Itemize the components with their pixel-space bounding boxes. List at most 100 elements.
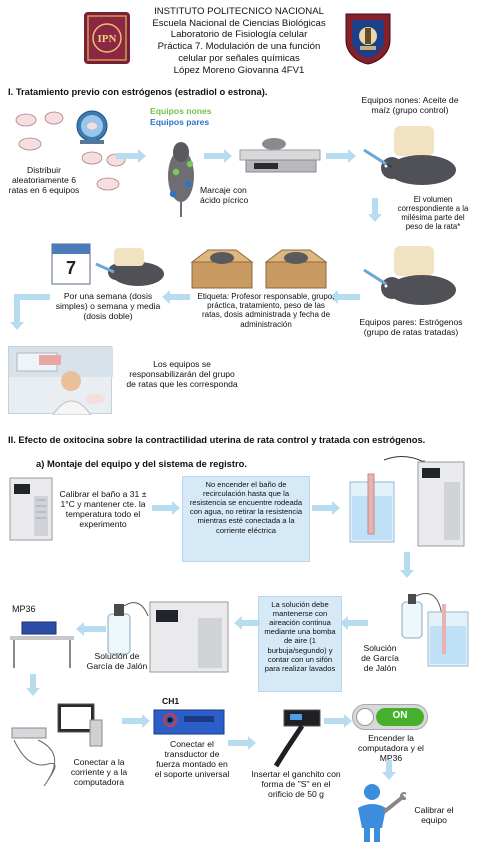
encender-label: Encender la computadora y el MP36 bbox=[358, 733, 424, 763]
volume-note: El volumen correspondiente a la milésima… bbox=[397, 195, 469, 231]
flow-arrow-18-shaft bbox=[386, 760, 392, 772]
flow-arrow-18-head bbox=[382, 772, 396, 780]
flow-arrow-16-shaft bbox=[228, 740, 248, 746]
garcia-jalon-setup-right bbox=[398, 586, 474, 668]
flow-arrow-7-shaft-h bbox=[14, 294, 50, 300]
flow-arrow-7-shaft-v bbox=[14, 294, 20, 322]
computer-cables-icon bbox=[11, 703, 103, 787]
burbuja-note: La solución debe mantenerse con aireació… bbox=[258, 596, 342, 692]
bottle-chiller-icon bbox=[107, 601, 229, 673]
flow-arrow-2-head bbox=[224, 149, 232, 163]
bottle-bath-icon bbox=[401, 593, 469, 667]
transductor-device bbox=[152, 706, 226, 738]
mp36-table bbox=[8, 618, 78, 670]
flow-arrow-3-shaft bbox=[326, 153, 348, 159]
calendar-day: 7 bbox=[65, 258, 76, 278]
conectar-corriente-label: Conectar a la corriente y a la computado… bbox=[70, 757, 128, 787]
flow-arrow-8-head bbox=[172, 501, 180, 515]
flow-arrow-8-shaft bbox=[152, 505, 172, 511]
semana-label: Por una semana (dosis simples) o semana … bbox=[55, 291, 161, 321]
mp36-label: MP36 bbox=[12, 604, 36, 614]
flow-arrow-6-shaft bbox=[170, 294, 190, 300]
distribute-label: Distribuir aleatoriamente 6 ratas en 6 e… bbox=[8, 165, 80, 195]
solucion-left-label: Solución de García de Jalón bbox=[86, 651, 148, 671]
solucion-right-label: Solución de García de Jalón bbox=[361, 643, 399, 673]
flow-arrow-15-shaft bbox=[122, 718, 142, 724]
calendar-icon bbox=[51, 243, 164, 286]
bath-beaker-setup bbox=[344, 452, 466, 548]
header-lab: Laboratorio de Fisiología celular bbox=[170, 29, 308, 41]
header-logo-encb bbox=[342, 10, 394, 66]
header-text-block: INSTITUTO POLITECNICO NACIONAL Escuela N… bbox=[130, 6, 348, 76]
flow-arrow-3-head bbox=[348, 149, 356, 163]
flow-arrow-9-head bbox=[332, 501, 340, 515]
balance-scale bbox=[232, 134, 324, 176]
chiller-icon bbox=[9, 477, 53, 541]
garcia-jalon-setup-left bbox=[104, 596, 232, 674]
power-switch: ON bbox=[352, 704, 428, 730]
flow-arrow-10-head bbox=[400, 570, 414, 578]
header-author: López Moreno Giovanna 4FV1 bbox=[173, 64, 305, 76]
section1-title: I. Tratamiento previo con estrógenos (es… bbox=[8, 86, 268, 97]
flow-arrow-11-shaft bbox=[348, 620, 368, 626]
flow-arrow-2-shaft bbox=[204, 153, 224, 159]
etiqueta-label: Etiqueta: Profesor responsable, grupo, p… bbox=[197, 292, 335, 329]
ipn-logo-icon: IPN bbox=[87, 15, 127, 61]
person-wrench-icon bbox=[358, 784, 408, 842]
flow-arrow-9-shaft bbox=[312, 505, 332, 511]
legend-nones: Equipos nones bbox=[150, 106, 212, 116]
flow-arrow-10-shaft bbox=[404, 552, 410, 570]
scale-icon bbox=[239, 138, 321, 173]
responsables-label: Los equipos se responsabilizarán del gru… bbox=[126, 359, 238, 389]
flow-arrow-15-head bbox=[142, 714, 150, 728]
rats-group-icon bbox=[15, 110, 126, 191]
switch-on-pill bbox=[376, 708, 424, 726]
flow-arrow-5-head bbox=[330, 290, 338, 304]
flow-arrow-1-head bbox=[138, 149, 146, 163]
computer-setup bbox=[8, 700, 108, 788]
flow-arrow-17-head bbox=[344, 714, 352, 728]
ch1-label: CH1 bbox=[162, 696, 180, 706]
force-sensor-icon bbox=[273, 709, 321, 768]
flow-arrow-6-head bbox=[162, 290, 170, 304]
calendar-rat-image bbox=[48, 240, 170, 292]
conectar-transductor-label: Conectar el transductor de fuerza montad… bbox=[154, 739, 230, 779]
pares-estro-label: Equipos pares: Estrógenos (grupo de rata… bbox=[359, 317, 463, 337]
no-encender-note: No encender el baño de recirculación has… bbox=[182, 476, 310, 562]
flow-arrow-17-shaft bbox=[324, 718, 344, 724]
flow-arrow-16-head bbox=[248, 736, 256, 750]
header-institution: INSTITUTO POLITECNICO NACIONAL bbox=[154, 6, 324, 17]
switch-on-text: ON bbox=[392, 710, 408, 721]
flow-arrow-13-shaft bbox=[84, 626, 106, 632]
beaker-chiller-icon bbox=[349, 456, 465, 547]
water-bath-1 bbox=[8, 476, 54, 542]
hanging-rat-icon bbox=[168, 142, 194, 217]
injection-rat-top bbox=[362, 120, 468, 192]
flow-arrow-14-head bbox=[26, 688, 40, 696]
transducer-box-icon bbox=[153, 709, 225, 735]
flow-arrow-14-shaft bbox=[30, 674, 36, 688]
flow-arrow-7-head bbox=[10, 322, 24, 330]
rats-cluster bbox=[8, 104, 130, 194]
lab-worker-icon bbox=[9, 347, 113, 416]
legend-pares: Equipos pares bbox=[150, 117, 210, 127]
flow-arrow-4-head bbox=[368, 214, 382, 222]
mp36-device-icon bbox=[10, 621, 74, 668]
flow-arrow-12-head bbox=[234, 616, 242, 630]
box-rats-icon bbox=[190, 249, 328, 289]
flow-arrow-1-shaft bbox=[116, 153, 138, 159]
injection-icon-2 bbox=[363, 246, 456, 305]
switch-knob bbox=[356, 708, 374, 726]
flow-arrow-4-shaft bbox=[372, 198, 378, 214]
nones-oil-label: Equipos nones: Aceite de maíz (grupo con… bbox=[361, 95, 459, 115]
header-practice: Práctica 7. Modulación de una función bbox=[157, 41, 321, 53]
lab-photo bbox=[8, 346, 113, 416]
section2-subtitle: a) Montaje del equipo y del sistema de r… bbox=[36, 458, 247, 469]
marcaje-label: Marcaje con ácido pícrico bbox=[200, 185, 249, 205]
cardboard-boxes bbox=[188, 246, 332, 290]
ipn-logo-text: IPN bbox=[98, 33, 117, 45]
header-school: Escuela Nacional de Ciencias Biológicas bbox=[152, 17, 326, 29]
calibrate-figure bbox=[346, 782, 408, 844]
calibrar-equipo-label: Calibrar el equipo bbox=[414, 805, 454, 825]
calibrar-bano-label: Calibrar el baño a 31 ± 1°C y mantener c… bbox=[59, 489, 147, 529]
